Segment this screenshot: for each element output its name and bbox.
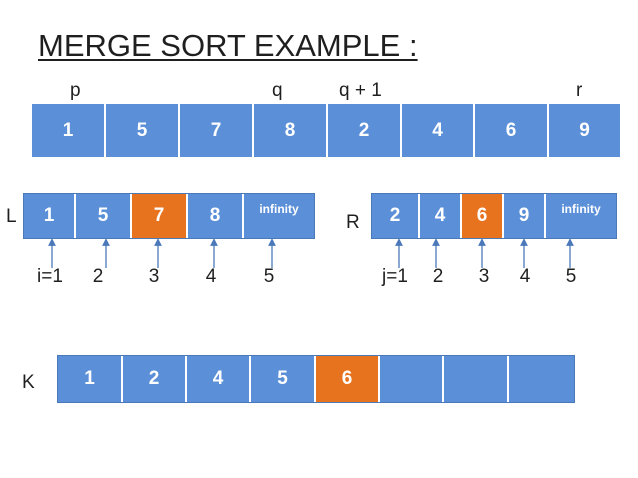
left-cell: 8: [188, 194, 244, 238]
k-cell: 1: [58, 356, 123, 402]
left-index: 3: [148, 266, 160, 287]
k-array-label: K: [22, 372, 35, 393]
left-cell: 5: [76, 194, 132, 238]
main-cell: 8: [254, 104, 328, 157]
k-cell: 2: [123, 356, 187, 402]
right-array: 2 4 6 9 infinity: [371, 193, 617, 239]
k-cell-empty: [509, 356, 574, 402]
main-cell: 9: [549, 104, 622, 157]
marker-q: q: [272, 80, 283, 101]
right-index: 3: [478, 266, 490, 287]
main-cell: 2: [328, 104, 402, 157]
index-arrows: [48, 238, 574, 268]
k-cell-empty: [444, 356, 509, 402]
right-cell-highlight: 6: [462, 194, 504, 238]
k-array: 1 2 4 5 6: [57, 355, 575, 403]
main-cell: 7: [180, 104, 254, 157]
right-index: 2: [432, 266, 444, 287]
left-cell-highlight: 7: [132, 194, 188, 238]
left-index: 5: [263, 266, 275, 287]
left-array: 1 5 7 8 infinity: [23, 193, 315, 239]
right-index: 5: [565, 266, 577, 287]
right-cell-sentinel: infinity: [546, 194, 616, 238]
k-cell-empty: [380, 356, 444, 402]
marker-r: r: [576, 80, 583, 101]
marker-q-plus-1: q + 1: [339, 80, 382, 101]
main-array: 1 5 7 8 2 4 6 9: [32, 104, 622, 157]
right-index: 4: [519, 266, 531, 287]
left-cell: 1: [24, 194, 76, 238]
right-index: j=1: [382, 266, 408, 287]
left-index: 4: [205, 266, 217, 287]
left-cell-sentinel: infinity: [244, 194, 314, 238]
k-cell-highlight: 6: [316, 356, 380, 402]
marker-p: p: [70, 80, 81, 101]
main-cell: 1: [32, 104, 106, 157]
right-cell: 4: [420, 194, 462, 238]
right-cell: 9: [504, 194, 546, 238]
main-cell: 5: [106, 104, 180, 157]
main-cell: 6: [475, 104, 549, 157]
main-cell: 4: [402, 104, 475, 157]
k-cell: 5: [251, 356, 316, 402]
left-index: i=1: [37, 266, 63, 287]
page-title: MERGE SORT EXAMPLE :: [38, 28, 418, 63]
left-index: 2: [92, 266, 104, 287]
left-array-label: L: [6, 206, 17, 227]
right-cell: 2: [372, 194, 420, 238]
k-cell: 4: [187, 356, 251, 402]
right-array-label: R: [346, 212, 360, 233]
